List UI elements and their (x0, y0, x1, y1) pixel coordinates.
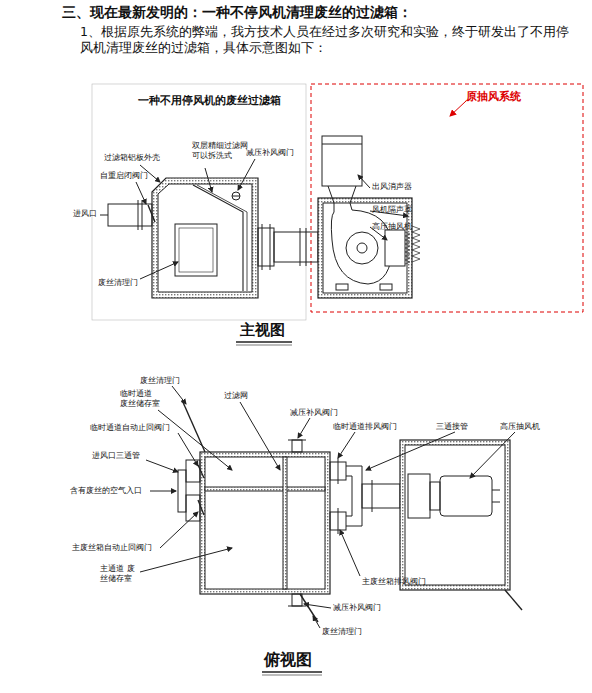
part-label: 三通接管 (436, 422, 468, 432)
view-caption: 俯视图 (264, 650, 312, 670)
view-caption: 主视图 (240, 321, 285, 340)
system-label: 原抽风系统 (466, 90, 521, 104)
part-label: 过滤箱铝板外壳 (104, 153, 160, 163)
drawing-title: 一种不用停风机的废丝过滤箱 (138, 94, 281, 108)
part-label: 出风消声器 (372, 182, 412, 192)
part-label: 高压抽风机 (500, 422, 540, 432)
part-label: 进风口 (73, 209, 97, 219)
part-label: 废丝清理门 (98, 278, 138, 288)
part-label: 自重启闭阀门 (100, 171, 148, 181)
part-label: 减压补风阀门 (290, 408, 338, 418)
part-label: 主废丝箱自动止回阀门 (72, 543, 152, 553)
part-label: 双层精细过滤网 可以拆洗式 (192, 141, 254, 161)
part-label: 高压抽风机 (372, 222, 412, 232)
heading: 三、现在最新发明的：一种不停风机清理废丝的过滤箱： (62, 4, 412, 22)
part-label: 临时通道 废丝储存室 (120, 389, 160, 409)
part-label: 主废丝箱排风阀门 (362, 577, 426, 587)
part-label: 风机隔声罩 (372, 205, 412, 215)
part-label: 减压补风阀门 (246, 148, 294, 158)
part-label: 废丝清理门 (322, 627, 362, 637)
part-label: 进风口三通管 (92, 451, 140, 461)
paragraph: 1、根据原先系统的弊端，我方技术人员在经过多次研究和实验，终于研发出了不用停风机… (80, 24, 570, 55)
part-label: 废丝清理门 (140, 376, 180, 386)
part-label: 临时通道自动止回阀门 (90, 423, 170, 433)
part-label: 减压补风阀门 (333, 603, 381, 613)
part-label: 过滤网 (224, 391, 248, 401)
part-label: 含有废丝的空气入口 (70, 486, 142, 496)
part-label: 主通道 废丝储存室 (100, 564, 140, 584)
part-label: 临时通道排风阀门 (333, 422, 397, 432)
